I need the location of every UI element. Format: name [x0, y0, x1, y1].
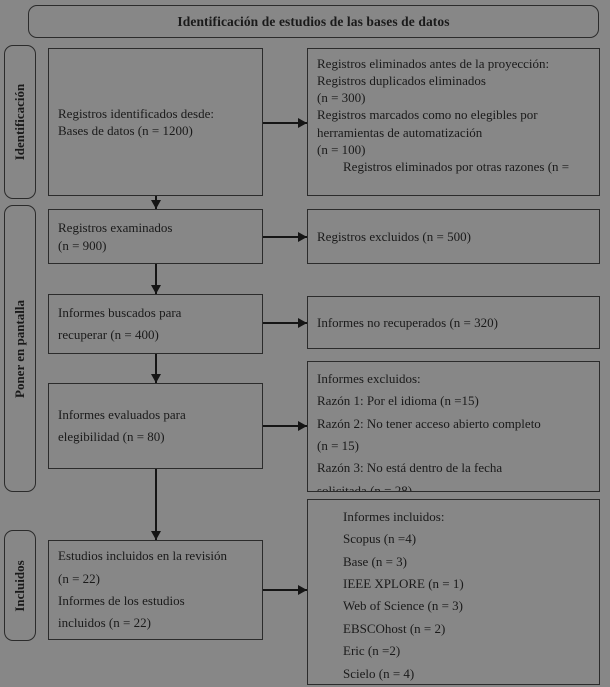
reports-assessed-line-1: Informes evaluados para [58, 406, 186, 422]
records-removed-line-7: Registros eliminados por otras razones (… [343, 158, 570, 174]
records-screened-line-2: (n = 900) [58, 237, 107, 253]
reports-excluded-line-4: (n = 15) [317, 438, 359, 454]
reports-sought-line-2: recuperar (n = 400) [58, 327, 159, 342]
arrow-screened-to-excluded [263, 232, 307, 242]
reports-included-line-4: IEEE XPLORE (n = 1) [343, 576, 464, 592]
box-records-excluded: Registros excluidos (n = 500) [307, 209, 600, 264]
reports-included-line-8: Scielo (n = 4) [343, 665, 415, 681]
box-reports-assessed-eligibility: Informes evaluados para elegibilidad (n … [48, 383, 263, 469]
records-removed-line-6: (n = 100) [317, 141, 366, 157]
box-records-removed-before-screening: Registros eliminados antes de la proyecc… [307, 48, 600, 196]
arrow-screened-to-sought [151, 264, 161, 294]
box-studies-included: Estudios incluidos en la revisión (n = 2… [48, 540, 263, 640]
box-reports-sought-retrieval: Informes buscados para recuperar (n = 40… [48, 294, 263, 354]
reports-included-line-7: Eric (n =2) [343, 643, 401, 659]
reports-excluded-line-1: Informes excluidos: [317, 371, 421, 386]
box-records-screened: Registros examinados (n = 900) [48, 209, 263, 264]
reports-excluded-line-3: Razón 2: No tener acceso abierto complet… [317, 415, 541, 431]
box-records-identified: Registros identificados desde: Bases de … [48, 48, 263, 196]
box-reports-not-retrieved: Informes no recuperados (n = 320) [307, 296, 600, 349]
studies-included-line-4: incluidos (n = 22) [58, 615, 151, 631]
stage-label-text: Incluidos [12, 559, 27, 612]
reports-not-retrieved-line-1: Informes no recuperados (n = 320) [317, 314, 498, 330]
page-title: Identificación de estudios de las bases … [177, 13, 450, 29]
records-removed-line-1: Registros eliminados antes de la proyecc… [317, 56, 550, 71]
diagram-header: Identificación de estudios de las bases … [28, 5, 599, 38]
arrow-eligibility-to-included [151, 469, 161, 540]
studies-included-line-2: (n = 22) [58, 570, 100, 586]
studies-included-line-3: Informes de los estudios [58, 593, 185, 608]
stage-label-text: Identificación [12, 83, 27, 161]
arrow-identified-to-screened [151, 196, 161, 209]
arrow-included-to-reports-included [263, 585, 307, 595]
reports-included-line-3: Base (n = 3) [343, 553, 408, 569]
reports-excluded-line-5: Razón 3: No está dentro de la fecha [317, 460, 503, 476]
stage-label-incluidos: Incluidos [4, 530, 36, 641]
reports-included-line-6: EBSCOhost (n = 2) [343, 620, 446, 636]
box-reports-excluded: Informes excluidos: Razón 1: Por el idio… [307, 361, 600, 492]
records-identified-line-1: Registros identificados desde: [58, 105, 214, 121]
reports-assessed-line-2: elegibilidad (n = 80) [58, 429, 165, 444]
reports-included-line-5: Web of Science (n = 3) [343, 598, 463, 614]
records-removed-line-2: Registros duplicados eliminados [317, 73, 486, 89]
records-removed-line-4: Registros marcados como no elegibles por [317, 107, 538, 123]
records-excluded-line-1: Registros excluidos (n = 500) [317, 228, 471, 244]
stage-label-identificacion: Identificación [4, 45, 36, 199]
studies-included-line-1: Estudios incluidos en la revisión [58, 548, 227, 564]
stage-label-text: Poner en pantalla [12, 299, 27, 398]
reports-included-line-2: Scopus (n =4) [343, 531, 417, 547]
box-reports-included: Informes incluidos: Scopus (n =4) Base (… [307, 499, 600, 685]
arrow-identified-to-removed [263, 118, 307, 128]
records-screened-line-1: Registros examinados [58, 220, 173, 236]
arrow-sought-to-eligibility [151, 354, 161, 383]
reports-excluded-line-6: solicitada (n = 28) [317, 482, 413, 492]
records-removed-line-5: herramientas de automatización [317, 124, 483, 140]
records-identified-line-2: Bases de datos (n = 1200) [58, 123, 193, 138]
stage-label-poner-en-pantalla: Poner en pantalla [4, 205, 36, 492]
reports-sought-line-1: Informes buscados para [58, 304, 182, 320]
reports-included-line-1: Informes incluidos: [343, 509, 445, 524]
arrow-sought-to-not-retrieved [263, 318, 307, 328]
records-removed-line-3: (n = 300) [317, 90, 366, 106]
reports-excluded-line-2: Razón 1: Por el idioma (n =15) [317, 393, 479, 409]
arrow-eligibility-to-reports-excluded [263, 421, 307, 431]
